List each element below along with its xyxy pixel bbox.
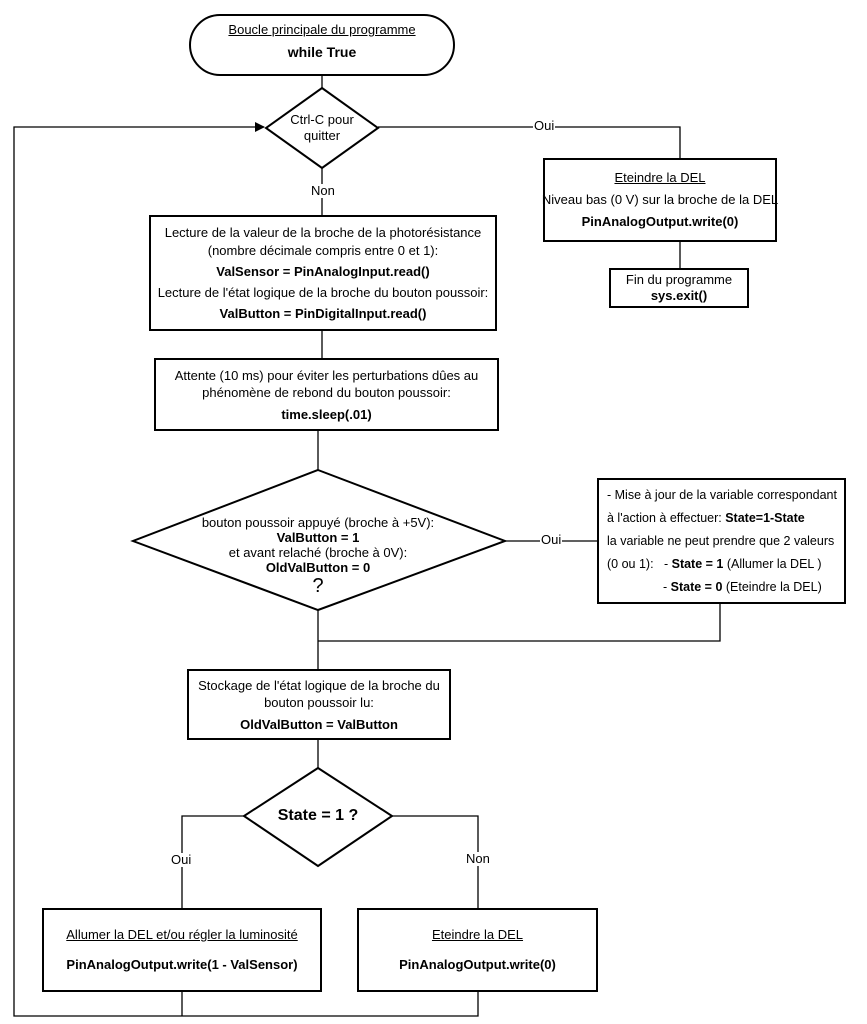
end-box: Fin du programme sys.exit() — [609, 268, 749, 308]
store-code: OldValButton = ValButton — [240, 716, 398, 732]
led-on-box: Allumer la DEL et/ou régler la luminosit… — [42, 908, 322, 992]
ctrlc-yes-label: Oui — [533, 118, 556, 133]
state-decision-diamond — [242, 766, 394, 868]
toggle-line5-code: State = 0 — [670, 579, 723, 594]
led-off-title: Eteindre la DEL — [431, 927, 524, 942]
store-state-box: Stockage de l'état logique de la broche … — [187, 669, 451, 740]
state-check-decision: State = 1 ? — [250, 806, 386, 826]
toggle-line5-prefix: - — [663, 579, 671, 594]
led-off-box: Eteindre la DEL PinAnalogOutput.write(0) — [357, 908, 598, 992]
toggle-line5-suffix: (Eteindre la DEL) — [722, 579, 822, 594]
edge-loop-back — [13, 122, 265, 1017]
button-check-code1: ValButton = 1 — [276, 530, 360, 545]
start-code: while True — [287, 44, 357, 60]
read-inputs-box: Lecture de la valeur de la broche de la … — [149, 215, 497, 331]
toggle-line4-code: State = 1 — [671, 556, 724, 571]
button-check-line1: bouton poussoir appuyé (broche à +5V): — [201, 515, 435, 530]
store-line1: Stockage de l'état logique de la broche … — [198, 677, 440, 693]
led-off-exit-desc: Niveau bas (0 V) sur la broche de la DEL — [541, 192, 779, 207]
start-title: Boucle principale du programme — [228, 22, 416, 37]
edge-state-yes — [181, 815, 244, 908]
edge-toggle-merge — [318, 604, 721, 642]
ctrlc-no-label: Non — [310, 183, 336, 198]
ctrlc-decision-diamond — [264, 86, 380, 170]
wait-line1: Attente (10 ms) pour éviter les perturba… — [174, 367, 479, 383]
wait-code: time.sleep(.01) — [281, 406, 372, 422]
state-yes-label: Oui — [170, 852, 193, 867]
button-check-line2: et avant relaché (broche à 0V): — [228, 545, 408, 560]
ctrlc-line1: Ctrl-C pour — [290, 112, 354, 127]
button-check-code2: OldValButton = 0 — [265, 560, 371, 575]
edge-ledoff-bottom — [182, 992, 479, 1017]
read-code1: ValSensor = PinAnalogInput.read() — [216, 263, 430, 279]
toggle-line4-prefix: (0 ou 1): - — [607, 556, 672, 571]
read-line1: Lecture de la valeur de la broche de la … — [164, 224, 482, 240]
toggle-line1: - Mise à jour de la variable corresponda… — [607, 487, 837, 502]
start-node: Boucle principale du programme while Tru… — [190, 22, 454, 60]
led-off-code: PinAnalogOutput.write(0) — [399, 957, 556, 972]
ctrlc-line2: quitter — [303, 128, 341, 143]
read-line3: Lecture de l'état logique de la broche d… — [157, 284, 489, 300]
read-line2: (nombre décimale compris entre 0 et 1): — [207, 242, 439, 258]
button-decision-diamond — [130, 468, 508, 612]
toggle-state-box: - Mise à jour de la variable corresponda… — [597, 478, 846, 604]
toggle-line4-suffix: (Allumer la DEL ) — [723, 556, 822, 571]
led-on-title: Allumer la DEL et/ou régler la luminosit… — [66, 927, 298, 942]
state-check-text: State = 1 ? — [277, 807, 359, 824]
toggle-line4: (0 ou 1): - State = 1 (Allumer la DEL ) — [607, 553, 822, 576]
button-check-yes-label: Oui — [540, 532, 563, 547]
toggle-line2: à l'action à effectuer: State=1-State — [607, 507, 805, 530]
wait-box: Attente (10 ms) pour éviter les perturba… — [154, 358, 499, 431]
edge-ctrlc-yes — [378, 126, 681, 158]
edge-state-no — [392, 815, 479, 908]
toggle-line5: - State = 0 (Eteindre la DEL) — [607, 576, 822, 599]
state-no-label: Non — [465, 851, 491, 866]
led-off-exit-title: Eteindre la DEL — [614, 170, 706, 185]
led-on-code: PinAnalogOutput.write(1 - ValSensor) — [66, 957, 298, 972]
button-check-q: ? — [312, 575, 324, 597]
start-terminator — [189, 14, 455, 76]
end-line1: Fin du programme — [625, 272, 733, 287]
wait-line2: phénomène de rebond du bouton poussoir: — [202, 384, 451, 400]
led-off-exit-box: Eteindre la DEL Niveau bas (0 V) sur la … — [541, 158, 779, 242]
led-off-exit-code: PinAnalogOutput.write(0) — [581, 214, 739, 229]
toggle-line3: la variable ne peut prendre que 2 valeur… — [607, 533, 835, 548]
end-code: sys.exit() — [650, 288, 708, 303]
store-line2: bouton poussoir lu: — [264, 694, 374, 710]
toggle-line2-text: à l'action à effectuer: — [607, 510, 726, 525]
button-check-decision: bouton poussoir appuyé (broche à +5V): V… — [178, 515, 458, 597]
toggle-line2-code: State=1-State — [725, 510, 805, 525]
ctrlc-decision: Ctrl-C pour quitter — [270, 112, 374, 144]
read-code2: ValButton = PinDigitalInput.read() — [219, 305, 427, 321]
